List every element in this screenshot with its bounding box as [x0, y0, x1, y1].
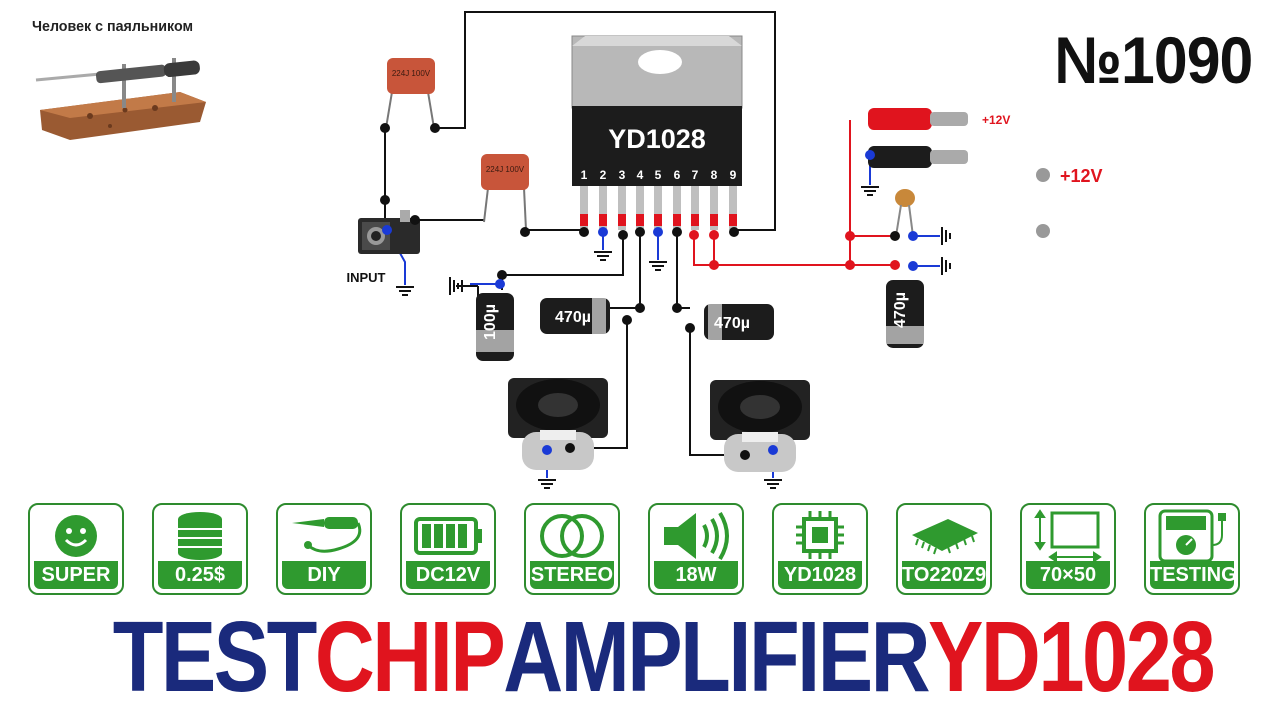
- badge-dimensions: 70×50: [1020, 503, 1116, 595]
- pin-6-label: 6: [674, 168, 681, 182]
- stereo-icon: [540, 514, 604, 558]
- channel-name: Человек с паяльником: [32, 18, 194, 35]
- smiley-icon: [55, 515, 97, 557]
- dimensions-icon: [1034, 509, 1102, 563]
- svg-text:470µ: 470µ: [555, 309, 591, 326]
- badge-power: 18W: [648, 503, 744, 595]
- badge-stereo: STEREO: [524, 503, 620, 595]
- film-capacitor-mid: 224J 100V: [481, 154, 529, 231]
- badge-diy: DIY: [276, 503, 372, 595]
- title-part-test: TEST: [112, 601, 318, 713]
- multimeter-icon: [1158, 509, 1226, 563]
- title-part-amplifier: AMPLIFIER: [503, 601, 930, 713]
- power-connector-black: [868, 146, 968, 168]
- pin-4-label: 4: [637, 168, 644, 182]
- capacitor-470u-right: 470µ: [886, 280, 924, 348]
- pin-2-label: 2: [600, 168, 607, 182]
- svg-text:+12V: +12V: [982, 113, 1010, 127]
- pin-9-label: 9: [730, 168, 737, 182]
- badge-label: 70×50: [1026, 561, 1110, 589]
- badge-label: DC12V: [406, 561, 490, 589]
- badge-label: TESTING: [1150, 561, 1237, 589]
- ic-package-icon: [912, 519, 978, 555]
- terminal-legend: +12V: [1036, 166, 1103, 238]
- film-capacitor-top: 224J 100V: [385, 58, 435, 129]
- badge-label: 0.25$: [158, 561, 242, 589]
- title-part-chip: CHIP: [314, 601, 506, 713]
- ceramic-capacitor: [895, 189, 915, 237]
- soldering-iron-logo: [35, 58, 206, 140]
- svg-text:+12V: +12V: [1060, 166, 1103, 186]
- ic-chip: YD1028 1 2 3 4 5 6 7 8 9: [571, 35, 743, 230]
- video-title: TESTCHIPAMPLIFIERYD1028: [0, 598, 1280, 716]
- capacitor-100u: 100µ: [476, 293, 514, 361]
- pin-8-label: 8: [711, 168, 718, 182]
- feature-badges: SUPER 0.25$ DIY DC12V STEREO: [28, 503, 1252, 598]
- pin-3-label: 3: [619, 168, 626, 182]
- speaker-right: [710, 380, 810, 472]
- pin-5-label: 5: [655, 168, 662, 182]
- power-connector-red: +12V: [868, 108, 1010, 130]
- input-label: INPUT: [347, 270, 386, 285]
- badge-label: DIY: [282, 561, 366, 589]
- battery-icon: [414, 517, 482, 555]
- episode-number: №1090: [1053, 23, 1253, 97]
- pin-1-label: 1: [581, 168, 588, 182]
- chip-icon: [796, 511, 844, 559]
- badge-label: STEREO: [530, 561, 614, 589]
- speaker-icon: [664, 511, 729, 561]
- audio-input-jack: INPUT: [347, 210, 420, 285]
- badge-testing: TESTING: [1144, 503, 1240, 595]
- svg-text:470µ: 470µ: [714, 315, 750, 332]
- capacitor-470u-mid: 470µ: [704, 304, 774, 340]
- badge-price: 0.25$: [152, 503, 248, 595]
- amplifier-schematic: YD1028 1 2 3 4 5 6 7 8 9 224J: [347, 11, 1103, 489]
- title-part-model: YD1028: [928, 601, 1216, 713]
- svg-text:100µ: 100µ: [482, 304, 499, 340]
- badge-label: TO220Z9: [902, 561, 986, 589]
- soldering-iron-icon: [292, 517, 362, 553]
- svg-text:470µ: 470µ: [892, 292, 909, 328]
- speaker-left: [508, 378, 608, 470]
- svg-text:224J 100V: 224J 100V: [486, 165, 525, 174]
- capacitor-470u-left: 470µ: [540, 298, 610, 334]
- badge-super: SUPER: [28, 503, 124, 595]
- coins-icon: [178, 512, 222, 560]
- chip-label: YD1028: [608, 124, 706, 154]
- badge-label: YD1028: [778, 561, 862, 589]
- badge-package: TO220Z9: [896, 503, 992, 595]
- pin-7-label: 7: [692, 168, 699, 182]
- badge-label: 18W: [654, 561, 738, 589]
- badge-label: SUPER: [34, 561, 118, 589]
- badge-dc12v: DC12V: [400, 503, 496, 595]
- svg-text:224J 100V: 224J 100V: [392, 69, 431, 78]
- badge-chip: YD1028: [772, 503, 868, 595]
